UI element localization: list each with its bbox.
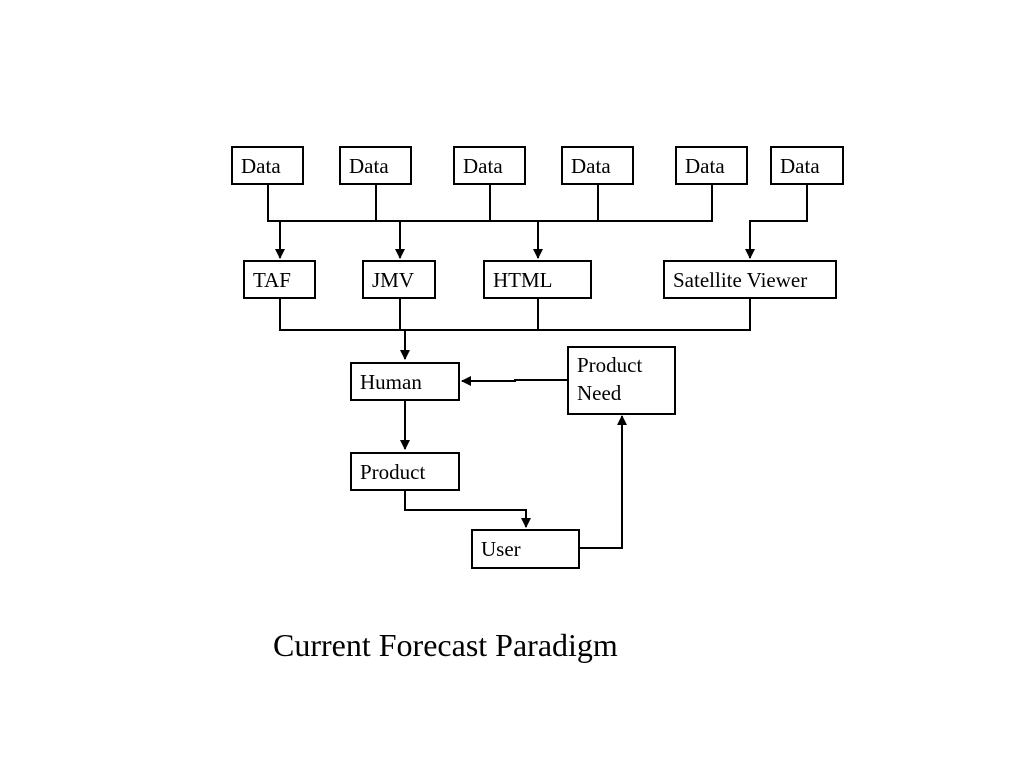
- satellite-viewer-node-label: Satellite Viewer: [673, 268, 808, 292]
- product-node: Product: [350, 452, 460, 491]
- html-node: HTML: [483, 260, 592, 299]
- connector-product-to-user: [404, 491, 531, 528]
- satellite-viewer-node: Satellite Viewer: [663, 260, 837, 299]
- connector-tools-bus: [279, 298, 751, 331]
- data-node-4: Data: [561, 146, 634, 185]
- product-need-node-label-line-1: Product: [577, 353, 643, 377]
- jmv-node-label: JMV: [372, 268, 415, 292]
- connector-data-6-to-satellite-viewer: [745, 184, 808, 259]
- data-node-3-label: Data: [463, 154, 503, 178]
- html-node-label: HTML: [493, 268, 553, 292]
- connector-user-to-product-need: [580, 415, 627, 549]
- diagram-caption: Current Forecast Paradigm: [273, 627, 618, 663]
- product-need-node-label-line-2: Need: [577, 381, 622, 405]
- product-node-label: Product: [360, 460, 426, 484]
- taf-node: TAF: [243, 260, 316, 299]
- data-node-6-label: Data: [780, 154, 820, 178]
- data-node-5: Data: [675, 146, 748, 185]
- data-node-1-label: Data: [241, 154, 281, 178]
- data-node-3: Data: [453, 146, 526, 185]
- user-node-label: User: [481, 537, 521, 561]
- product-need-node: Product Need: [567, 346, 676, 415]
- data-node-5-label: Data: [685, 154, 725, 178]
- human-node-label: Human: [360, 370, 422, 394]
- data-node-4-label: Data: [571, 154, 611, 178]
- connector-product-need-to-human: [461, 376, 567, 386]
- jmv-node: JMV: [362, 260, 436, 299]
- data-node-2: Data: [339, 146, 412, 185]
- user-node: User: [471, 529, 580, 569]
- data-node-6: Data: [770, 146, 844, 185]
- connector-data-4-to-html: [538, 184, 599, 222]
- human-node: Human: [350, 362, 460, 401]
- data-node-1: Data: [231, 146, 304, 185]
- taf-node-label: TAF: [253, 268, 291, 292]
- connector-data-5-to-html: [598, 184, 713, 222]
- data-node-2-label: Data: [349, 154, 389, 178]
